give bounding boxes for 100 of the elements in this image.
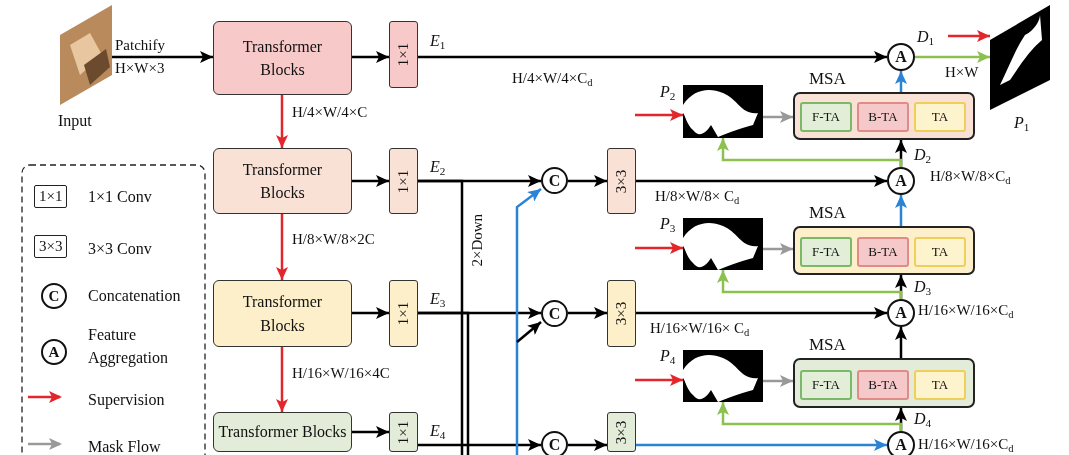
arrow bbox=[636, 175, 887, 187]
transformer-block: Transformer Blocks bbox=[213, 21, 352, 95]
arrow bbox=[568, 439, 607, 451]
edge-label: H×W bbox=[945, 64, 979, 81]
legend-symbol: 3×3 bbox=[34, 235, 68, 258]
node-caption: D$_{4}$ bbox=[914, 410, 932, 430]
legend-label: Supervision bbox=[88, 390, 165, 411]
attention-box: F-TA bbox=[800, 102, 852, 132]
edge-label: H/8×W/8×2C bbox=[292, 231, 375, 248]
operator-circle: C bbox=[541, 300, 568, 327]
edge-label: H/4×W/4×C$_{d}$ bbox=[512, 70, 593, 89]
legend-symbol: C bbox=[41, 283, 67, 309]
arrow bbox=[112, 51, 213, 63]
legend-symbol: A bbox=[41, 339, 67, 365]
arrow bbox=[763, 375, 793, 387]
arrow bbox=[895, 71, 907, 92]
conv-box: 1×1 bbox=[389, 21, 418, 88]
arrow bbox=[895, 327, 907, 358]
legend-label: 3×3 Conv bbox=[88, 239, 152, 259]
arrow bbox=[717, 138, 903, 167]
arrow bbox=[717, 402, 903, 431]
node-caption: P$_{2}$ bbox=[660, 83, 676, 103]
arrow bbox=[568, 307, 607, 319]
legend-label: Concatenation bbox=[88, 286, 181, 306]
conv-box: 1×1 bbox=[389, 412, 418, 452]
node-caption: Input bbox=[58, 112, 92, 130]
arrow bbox=[276, 95, 288, 148]
arrow bbox=[568, 175, 607, 187]
attention-box: TA bbox=[914, 237, 966, 267]
arrow bbox=[352, 51, 389, 63]
attention-box: TA bbox=[914, 370, 966, 400]
conv-box: 3×3 bbox=[607, 280, 636, 347]
arrow bbox=[763, 243, 793, 255]
arrow bbox=[635, 374, 683, 386]
arrow bbox=[418, 439, 541, 451]
mask-image bbox=[990, 5, 1050, 110]
dimension-label: H×W×3 bbox=[115, 60, 165, 77]
mask-image bbox=[683, 350, 763, 402]
mask-image bbox=[683, 85, 763, 138]
legend-label: 1×1 Conv bbox=[88, 187, 152, 207]
node-caption: P$_{3}$ bbox=[660, 215, 676, 235]
operator-circle: A bbox=[887, 299, 915, 327]
edge-label: H/16×W/16×4C bbox=[292, 365, 390, 382]
mask-image bbox=[683, 218, 763, 270]
edge-label: H/8×W/8× C$_{d}$ bbox=[655, 188, 740, 207]
node-caption: P$_{4}$ bbox=[660, 347, 676, 367]
arrow bbox=[635, 109, 683, 121]
arrow bbox=[717, 270, 903, 299]
node-caption: E$_{2}$ bbox=[430, 158, 446, 178]
attention-box: B-TA bbox=[857, 102, 909, 132]
conv-box: 1×1 bbox=[389, 148, 418, 214]
conv-box: 3×3 bbox=[607, 148, 636, 214]
node-caption: E$_{3}$ bbox=[430, 290, 446, 310]
dimension-label: H/8×W/8×C$_{d}$ bbox=[930, 168, 1011, 187]
transformer-block: Transformer Blocks bbox=[213, 280, 352, 347]
arrow bbox=[516, 321, 542, 343]
operator-circle: C bbox=[541, 431, 568, 455]
arrow bbox=[352, 175, 389, 187]
operator-circle: A bbox=[887, 431, 915, 455]
conv-box: 3×3 bbox=[607, 412, 636, 452]
photo-placeholder bbox=[60, 5, 112, 105]
arrow bbox=[352, 426, 389, 438]
edge-label: Patchify bbox=[115, 37, 165, 54]
attention-box: F-TA bbox=[800, 370, 852, 400]
arrow bbox=[948, 30, 990, 42]
attention-box: TA bbox=[914, 102, 966, 132]
node-caption: E$_{4}$ bbox=[430, 422, 446, 442]
edge-label: H/16×W/16× C$_{d}$ bbox=[650, 320, 750, 339]
node-caption: D$_{3}$ bbox=[914, 278, 932, 298]
node-caption: D$_{1}$ bbox=[917, 28, 935, 48]
transformer-block: Transformer Blocks bbox=[213, 148, 352, 214]
node-caption: P$_{1}$ bbox=[1014, 114, 1030, 134]
arrow bbox=[276, 214, 288, 280]
attention-box: B-TA bbox=[857, 237, 909, 267]
operator-circle: A bbox=[887, 43, 915, 71]
arrow bbox=[276, 347, 288, 412]
arrow bbox=[636, 307, 887, 319]
operator-circle: C bbox=[541, 167, 568, 194]
edge-label: H/4×W/4×C bbox=[292, 104, 368, 121]
arrow bbox=[636, 439, 887, 451]
module-heading: MSA bbox=[809, 70, 846, 89]
arrow bbox=[352, 307, 389, 319]
conv-box: 1×1 bbox=[389, 280, 418, 347]
arrow bbox=[418, 51, 887, 63]
arrow bbox=[515, 188, 542, 455]
module-heading: MSA bbox=[809, 204, 846, 223]
arrow bbox=[895, 195, 907, 226]
legend-label: Mask Flow bbox=[88, 437, 161, 455]
operator-circle: A bbox=[887, 167, 915, 195]
dimension-label: H/16×W/16×C$_{d}$ bbox=[918, 436, 1014, 455]
node-caption: D$_{2}$ bbox=[914, 146, 932, 166]
legend-symbol: 1×1 bbox=[34, 185, 68, 208]
attention-box: F-TA bbox=[800, 237, 852, 267]
legend-label: Feature Aggregation bbox=[88, 325, 169, 369]
transformer-block: Transformer Blocks bbox=[213, 412, 352, 452]
arrow bbox=[635, 242, 683, 254]
module-heading: MSA bbox=[809, 336, 846, 355]
edge-label: 2×Down bbox=[469, 213, 486, 267]
arrow bbox=[915, 51, 990, 63]
dimension-label: H/16×W/16×C$_{d}$ bbox=[918, 302, 1014, 321]
